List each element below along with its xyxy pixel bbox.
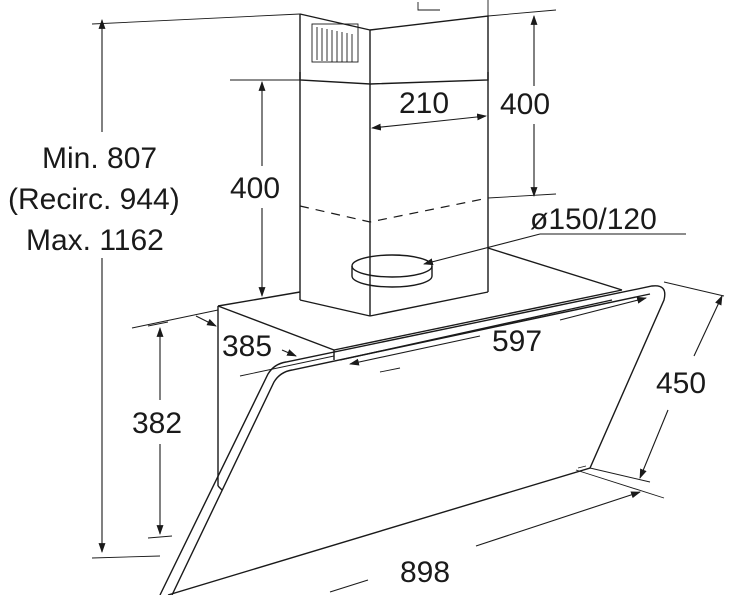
label-height-min: Min. 807 — [42, 142, 157, 175]
label-hood-width: 597 — [492, 325, 542, 358]
upper-chimney — [299, 0, 489, 85]
outlet-ring — [351, 254, 433, 288]
label-hood-height: 382 — [132, 407, 182, 440]
dimension-lower-chimney-height — [230, 79, 300, 297]
dimension-glass-height — [589, 281, 725, 483]
label-chimney-width: 210 — [399, 87, 449, 120]
label-hood-depth: 385 — [222, 330, 272, 363]
label-upper-chimney-height: 400 — [500, 88, 550, 121]
dimension-upper-chimney-height — [487, 9, 557, 199]
dimension-overall-height — [91, 13, 301, 559]
dimension-hood-width — [239, 296, 647, 377]
dimension-chimney-width — [371, 113, 487, 131]
label-height-max: Max. 1162 — [26, 224, 164, 257]
dimension-hood-height — [147, 321, 173, 539]
label-height-recirc: (Recirc. 944) — [8, 183, 180, 216]
dimension-hood-depth — [131, 309, 297, 357]
label-glass-height: 450 — [656, 367, 706, 400]
label-lower-chimney-height: 400 — [230, 172, 280, 205]
vent-grille-icon — [311, 23, 359, 63]
lower-chimney — [299, 72, 489, 317]
label-glass-width: 898 — [400, 556, 450, 589]
label-outlet-diameter: ø150/120 — [530, 203, 657, 236]
dimension-outlet-diameter — [423, 233, 686, 266]
dimension-glass-width — [329, 469, 665, 593]
